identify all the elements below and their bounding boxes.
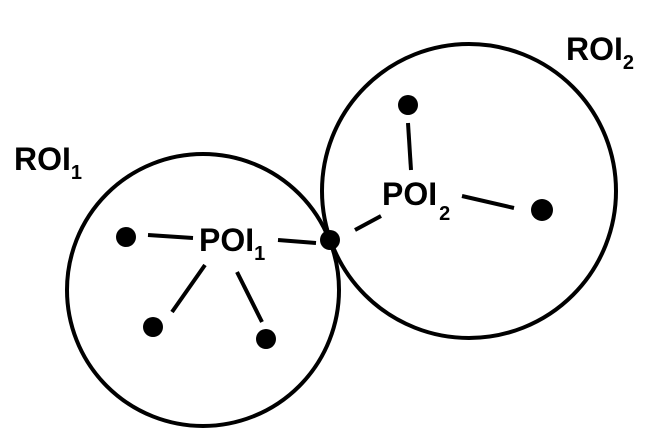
- poi-2-link-top: [406, 122, 413, 171]
- poi-1-link-lower-right: [235, 271, 264, 323]
- point-dot: [143, 317, 163, 337]
- roi-2-circle: [320, 42, 618, 340]
- poi-1-label: POI1: [199, 222, 265, 265]
- poi-2-link-shared: [354, 214, 382, 232]
- point-dot: [531, 199, 553, 221]
- roi-1-circle: [65, 152, 341, 428]
- point-dot: [116, 227, 136, 247]
- poi-1-link-lower-left: [170, 263, 207, 314]
- shared-point-dot: [320, 230, 340, 250]
- poi-2-link-right: [461, 194, 515, 210]
- point-dot: [256, 329, 276, 349]
- roi-1-label: ROI1: [14, 141, 82, 184]
- poi-1-link-left: [147, 233, 194, 240]
- poi-1-link-shared: [277, 238, 317, 245]
- poi-2-label: POI2: [382, 176, 450, 225]
- roi-2-label: ROI2: [566, 31, 634, 74]
- point-dot: [398, 95, 418, 115]
